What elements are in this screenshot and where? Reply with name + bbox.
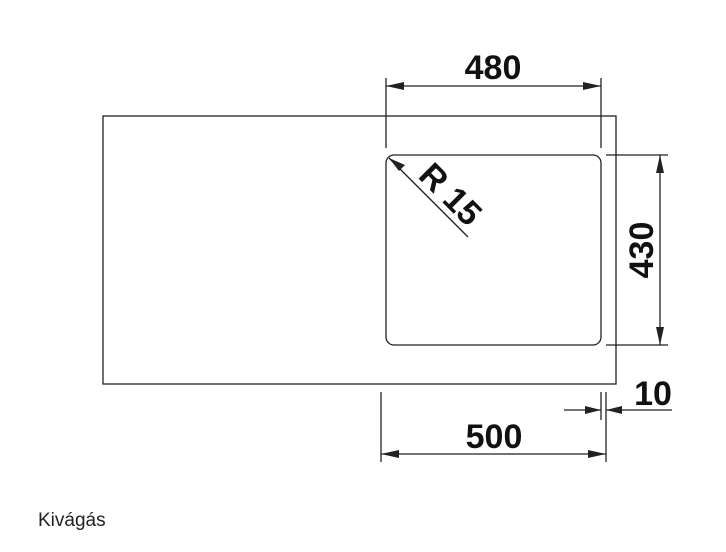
worktop-outline <box>102 115 617 385</box>
caption-label: Kivágás <box>38 510 106 531</box>
dimension-bottom: 500 <box>380 392 607 462</box>
offset-arrowhead-right <box>606 406 622 414</box>
dimension-offset: 10 <box>564 375 672 420</box>
arrowhead-bottom <box>656 327 664 345</box>
dimension-top: 480 <box>385 49 602 148</box>
dimension-label-500: 500 <box>466 418 523 456</box>
radius-callout: R 15 <box>388 156 489 238</box>
arrowhead-bottom-right <box>588 450 606 458</box>
dimension-label-10: 10 <box>634 375 672 413</box>
radius-leader-line <box>388 157 469 238</box>
arrowhead-left <box>386 82 404 90</box>
sink-cutout-outline <box>385 154 602 346</box>
arrowhead-right <box>583 82 601 90</box>
arrowhead-top <box>656 155 664 173</box>
dimension-right: 430 <box>606 154 668 346</box>
radius-label: R 15 <box>411 156 489 234</box>
arrowhead-bottom-left <box>381 450 399 458</box>
dimension-label-430: 430 <box>623 222 661 279</box>
offset-arrowhead-left <box>585 406 601 414</box>
dimension-label-480: 480 <box>465 49 522 87</box>
radius-arrowhead <box>389 158 405 171</box>
